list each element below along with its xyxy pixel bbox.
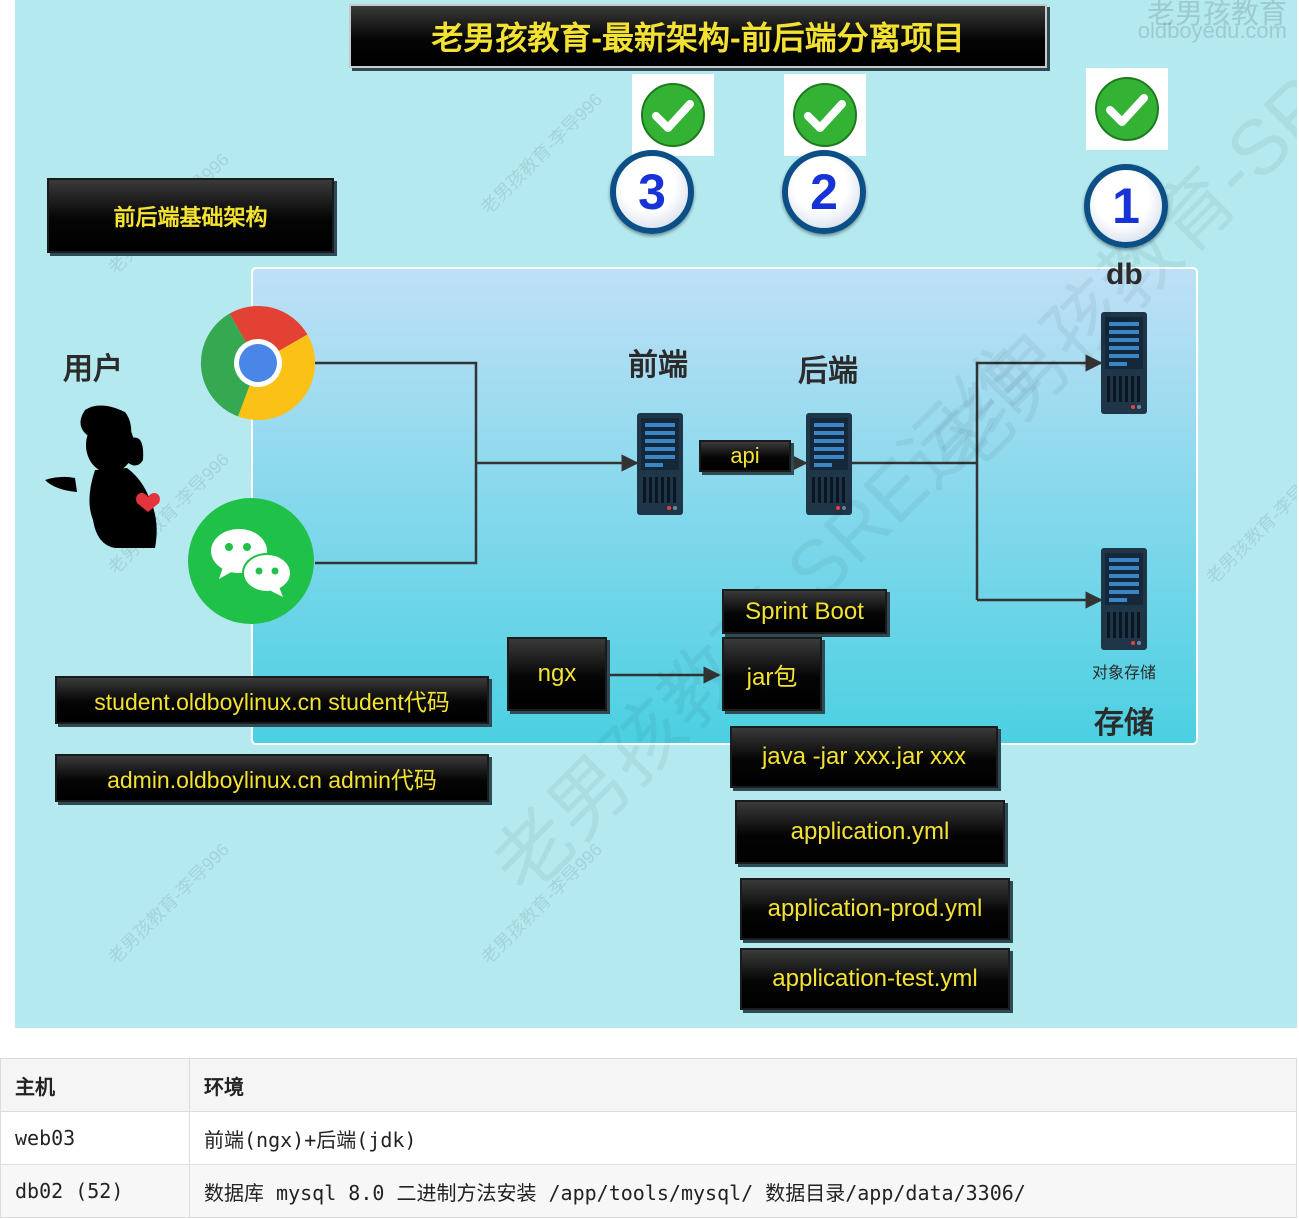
- application-test-yml-box: application-test.yml: [740, 948, 1010, 1010]
- table-cell: 数据库 mysql 8.0 二进制方法安装 /app/tools/mysql/ …: [189, 1164, 1297, 1218]
- wechat-icon: [188, 498, 314, 624]
- diagram-canvas: [45, 267, 1198, 745]
- check-icon: [641, 83, 705, 147]
- diagram-title: 老男孩教育-最新架构-前后端分离项目: [349, 4, 1047, 68]
- api-box: api: [699, 440, 791, 472]
- frontend-server-icon: [637, 413, 683, 515]
- step-badge-2: 2: [782, 150, 866, 234]
- storage-server-icon: [1101, 548, 1147, 650]
- object-storage-label: 对象存储: [1092, 665, 1157, 682]
- host-environment-table: 主机 环境 web03 前端(ngx)+后端(jdk) db02 (52) 数据…: [0, 1058, 1297, 1218]
- backend-label: 后端: [798, 355, 858, 388]
- db-label: db: [1106, 258, 1143, 291]
- java-command-box: java -jar xxx.jar xxx: [730, 726, 998, 788]
- db-server-icon: [1101, 312, 1147, 414]
- table-row: web03 前端(ngx)+后端(jdk): [0, 1111, 1297, 1165]
- section-label: 前后端基础架构: [47, 178, 334, 253]
- step-badge-3: 3: [610, 150, 694, 234]
- ngx-box: ngx: [507, 637, 607, 711]
- user-silhouette-icon: [45, 405, 160, 548]
- check-2: [784, 74, 866, 156]
- table-cell: 前端(ngx)+后端(jdk): [189, 1111, 1297, 1165]
- application-prod-yml-box: application-prod.yml: [740, 878, 1010, 940]
- table-cell: web03: [0, 1111, 190, 1165]
- check-icon: [793, 83, 857, 147]
- user-label: 用户: [63, 353, 123, 386]
- backend-server-icon: [806, 413, 852, 515]
- application-yml-box: application.yml: [735, 800, 1005, 864]
- table-cell: db02 (52): [0, 1164, 190, 1218]
- admin-domain-box: admin.oldboylinux.cn admin代码: [55, 754, 489, 802]
- header-host: 主机: [0, 1058, 190, 1112]
- table-header-row: 主机 环境: [0, 1058, 1297, 1112]
- frontend-label: 前端: [628, 349, 688, 382]
- jar-box: jar包: [722, 637, 822, 711]
- chrome-icon: [200, 305, 316, 421]
- check-1: [1086, 68, 1168, 150]
- check-3: [632, 74, 714, 156]
- storage-label: 存储: [1094, 707, 1154, 740]
- table-row: db02 (52) 数据库 mysql 8.0 二进制方法安装 /app/too…: [0, 1164, 1297, 1218]
- check-icon: [1095, 77, 1159, 141]
- student-domain-box: student.oldboylinux.cn student代码: [55, 676, 489, 724]
- step-badge-1: 1: [1084, 164, 1168, 248]
- header-environment: 环境: [189, 1058, 1297, 1112]
- spring-boot-box: Sprint Boot: [722, 589, 887, 634]
- architecture-diagram: 老男孩教育 oldboyedu.com 老男孩教育-李导996 老男孩教育-李导…: [15, 0, 1297, 1028]
